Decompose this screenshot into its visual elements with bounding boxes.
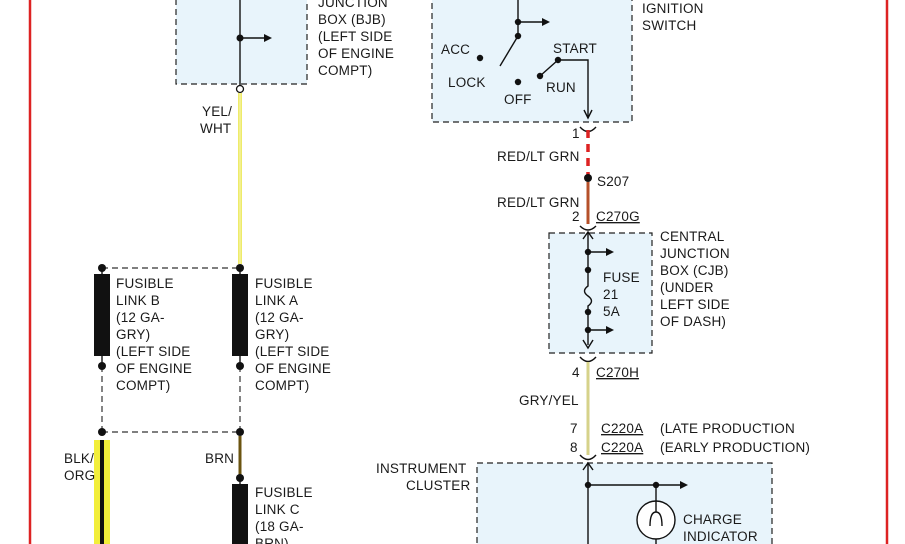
fusible-link-a-line: COMPT) xyxy=(255,378,309,393)
wire-label-red-lt-grn: RED/LT GRN xyxy=(497,149,580,164)
ignition-switch-box xyxy=(431,0,633,123)
wire-label-brn: BRN xyxy=(205,451,234,466)
fusible-link-b-line: GRY) xyxy=(116,327,150,342)
ignition-start-label: START xyxy=(553,41,597,56)
fusible-link-a-line: OF ENGINE xyxy=(255,361,331,376)
fuse-label: FUSE xyxy=(603,270,640,285)
instrument-cluster-label: CLUSTER xyxy=(406,478,470,493)
wire-label-blk-org: ORG xyxy=(64,468,95,483)
cjb-label-line: CENTRAL xyxy=(660,229,725,244)
wire-label-yel-wht: YEL/ xyxy=(202,104,232,119)
cjb-box xyxy=(548,232,653,354)
connector-note-late: (LATE PRODUCTION xyxy=(660,421,795,436)
fusible-link-c-line: (18 GA- xyxy=(255,519,304,534)
fusible-link-c-line: FUSIBLE xyxy=(255,485,313,500)
charge-indicator-label: CHARGE xyxy=(683,512,742,527)
fusible-link-a-line: (LEFT SIDE xyxy=(255,344,330,359)
connector-c220a-early: C220A xyxy=(601,440,643,455)
bjb-label-line: BOX (BJB) xyxy=(318,12,386,27)
fusible-link-a-line: GRY) xyxy=(255,327,289,342)
wire-label-red-lt-grn: RED/LT GRN xyxy=(497,195,580,210)
cjb-label-line: (UNDER xyxy=(660,280,714,295)
wire-label-blk-org: BLK/ xyxy=(64,451,94,466)
cjb-label-line: OF DASH) xyxy=(660,314,726,329)
cjb-label-line: LEFT SIDE xyxy=(660,297,730,312)
splice-label: S207 xyxy=(597,174,629,189)
connector-c270g: C270G xyxy=(596,209,640,224)
bjb-label-line: JUNCTION xyxy=(318,0,388,10)
fusible-link-b-label: FUSIBLE LINK B (12 GA- GRY) (LEFT SIDE O… xyxy=(116,276,192,393)
fusible-link-a-line: LINK A xyxy=(255,293,298,308)
pin-4-label: 4 xyxy=(572,365,580,380)
pin-1-label: 1 xyxy=(572,126,580,141)
fusible-link-b-line: COMPT) xyxy=(116,378,170,393)
charge-indicator-label: INDICATOR xyxy=(683,529,758,544)
cjb-label: CENTRAL JUNCTION BOX (CJB) (UNDER LEFT S… xyxy=(660,229,730,329)
fuse-21 xyxy=(583,270,593,312)
ignition-switch-title: IGNITION xyxy=(642,1,704,16)
wire-label-gry-yel: GRY/YEL xyxy=(519,393,579,408)
fusible-link-c-line: BRN) xyxy=(255,536,289,544)
ignition-acc-label: ACC xyxy=(441,42,470,57)
instrument-cluster-box xyxy=(476,462,773,544)
bjb-label-line: (LEFT SIDE xyxy=(318,29,393,44)
bjb-output-terminal xyxy=(235,84,245,94)
fusible-link-c-label: FUSIBLE LINK C (18 GA- BRN) xyxy=(255,485,313,544)
cjb-label-line: JUNCTION xyxy=(660,246,730,261)
ignition-off-label: OFF xyxy=(504,92,532,107)
fusible-link-a-line: (12 GA- xyxy=(255,310,304,325)
fusible-link-c-line: LINK C xyxy=(255,502,300,517)
fusible-link-b-line: (12 GA- xyxy=(116,310,165,325)
fusible-link-c xyxy=(232,484,248,544)
wire-label-yel-wht: WHT xyxy=(200,121,231,136)
splice-s207 xyxy=(584,174,592,182)
pin-2-label: 2 xyxy=(572,209,580,224)
fusible-link-b-line: LINK B xyxy=(116,293,160,308)
ignition-switch-contact xyxy=(499,35,519,67)
pin-8-label: 8 xyxy=(570,440,578,455)
pin-7-label: 7 xyxy=(570,421,578,436)
bjb-label: JUNCTION BOX (BJB) (LEFT SIDE OF ENGINE … xyxy=(318,0,394,78)
fusible-link-b xyxy=(94,274,110,356)
connector-c270h: C270H xyxy=(596,365,639,380)
fuse-label: 5A xyxy=(603,304,620,319)
ignition-run-label: RUN xyxy=(546,80,576,95)
fusible-link-b-line: FUSIBLE xyxy=(116,276,174,291)
bjb-label-line: COMPT) xyxy=(318,63,372,78)
cjb-label-line: BOX (CJB) xyxy=(660,263,729,278)
connector-c220a-late: C220A xyxy=(601,421,643,436)
bjb-box xyxy=(175,0,308,85)
ignition-switch-title: SWITCH xyxy=(642,18,696,33)
instrument-cluster-label: INSTRUMENT xyxy=(376,461,467,476)
fuse-label: 21 xyxy=(603,287,618,302)
bjb-label-line: OF ENGINE xyxy=(318,46,394,61)
fusible-link-a-label: FUSIBLE LINK A (12 GA- GRY) (LEFT SIDE O… xyxy=(255,276,331,393)
fusible-link-a-line: FUSIBLE xyxy=(255,276,313,291)
fusible-link-b-line: OF ENGINE xyxy=(116,361,192,376)
fusible-link-a xyxy=(232,274,248,356)
fusible-link-b-line: (LEFT SIDE xyxy=(116,344,191,359)
connector-note-early: (EARLY PRODUCTION) xyxy=(660,440,810,455)
ignition-lock-label: LOCK xyxy=(448,75,486,90)
